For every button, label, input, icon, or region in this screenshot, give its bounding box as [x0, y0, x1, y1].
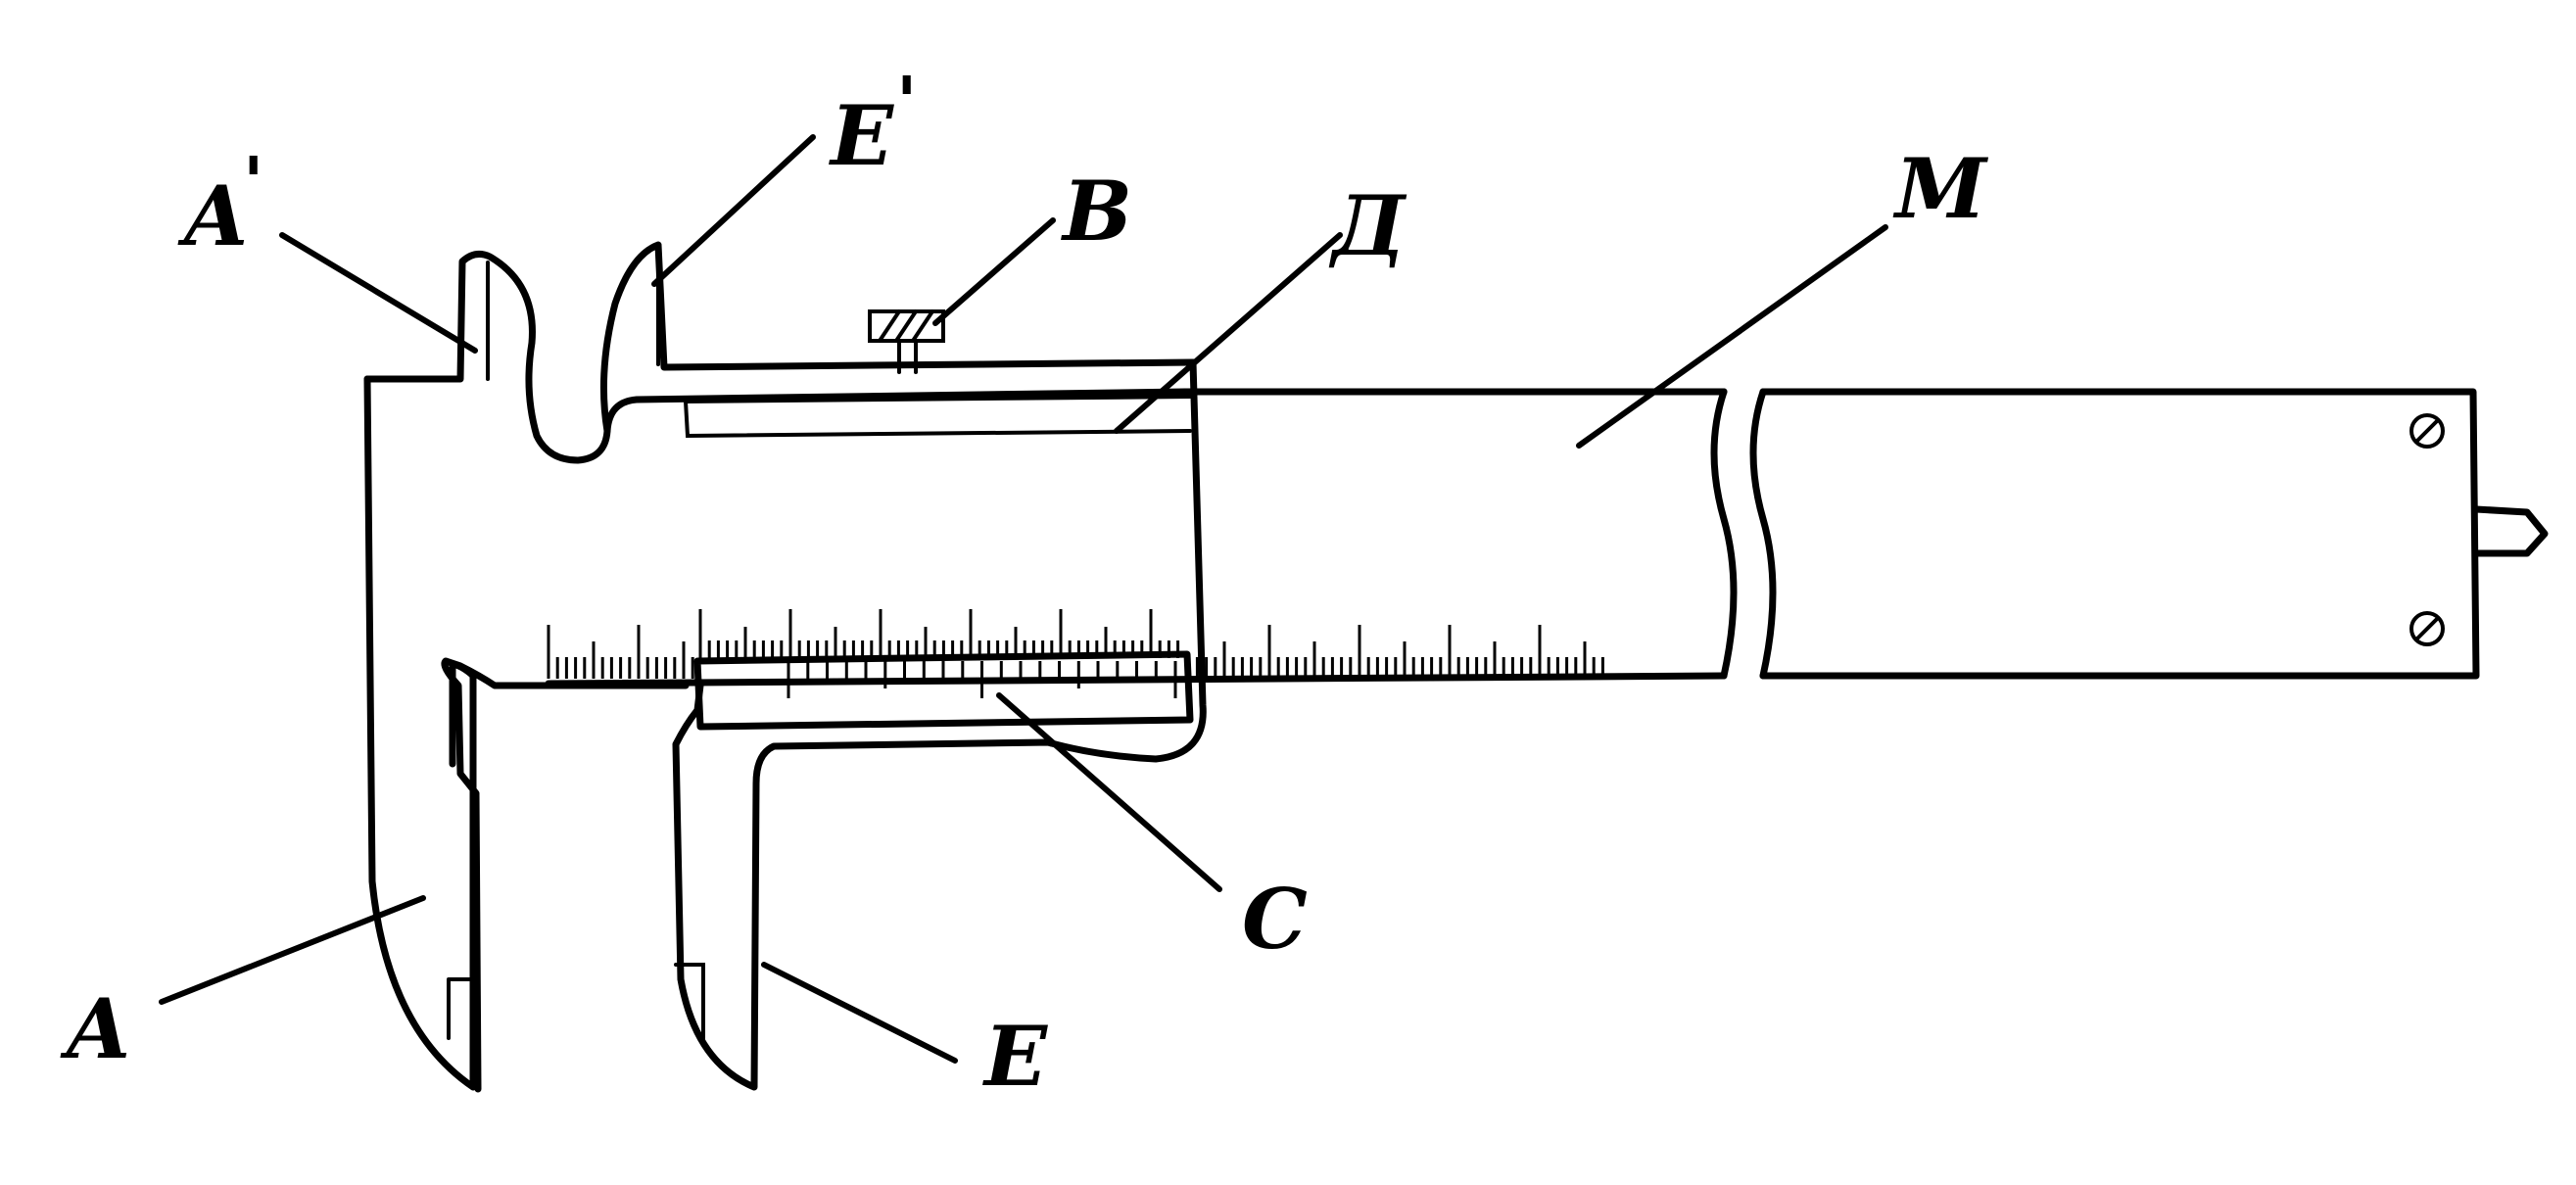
fixed-jaw-outline: [363, 250, 1189, 464]
vernier-scale-ticks: [787, 661, 1177, 698]
label-c: C: [1242, 871, 1308, 968]
leader-a-prime: [279, 232, 478, 354]
leader-a: [159, 895, 426, 1005]
end-screw-bottom-slot: [2415, 617, 2439, 640]
leader-e-prime: [651, 134, 816, 287]
vernier-plate: [693, 650, 1194, 731]
depth-guide-strip: [684, 395, 1192, 439]
lower-jaw-a-inner: [441, 657, 690, 1093]
end-screw-top: [2409, 413, 2445, 449]
lock-screw-stem: [897, 339, 918, 374]
main-beam-bottom: [545, 672, 1728, 687]
end-screw-top-slot: [2415, 419, 2439, 443]
jaw-e-tip: [674, 963, 705, 1040]
label-e-prime-mark: ': [896, 61, 917, 142]
label-a-prime: A: [177, 167, 248, 264]
label-d: Д: [1328, 177, 1407, 274]
leader-m: [1576, 224, 1888, 449]
lock-screw-head: [868, 309, 945, 343]
leader-b: [932, 217, 1056, 326]
label-e: E: [982, 1008, 1048, 1105]
label-a: A: [60, 980, 130, 1077]
end-screw-bottom: [2409, 611, 2445, 646]
label-b: B: [1061, 163, 1132, 260]
beam-break-right: [1749, 388, 1777, 680]
beam-break-left: [1710, 388, 1738, 680]
depth-rod-end: [2472, 505, 2549, 557]
label-m: M: [1892, 140, 1989, 237]
leader-e: [761, 962, 958, 1064]
slider-frame: [672, 358, 1207, 1091]
beam-end-section: [1759, 388, 2480, 680]
leader-c: [996, 692, 1222, 892]
lock-screw-hatch: [878, 309, 934, 343]
leader-d: [1114, 232, 1343, 434]
upper-jaw-e-prime: [599, 241, 1197, 435]
jaw-a-tip: [447, 977, 475, 1040]
label-a-prime-mark: ': [243, 141, 263, 222]
main-scale-ticks: [547, 609, 1604, 679]
label-e-prime: E: [829, 87, 894, 184]
